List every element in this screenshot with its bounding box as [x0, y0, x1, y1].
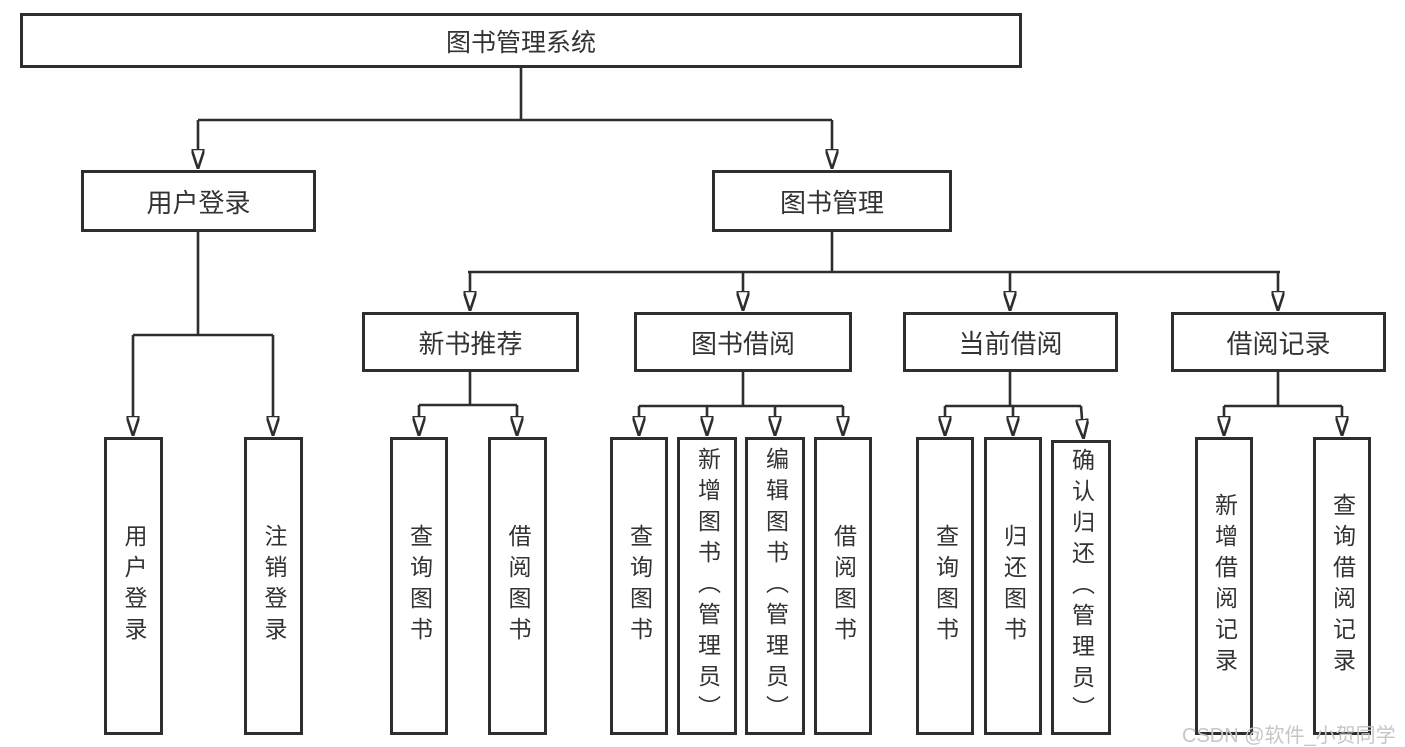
leaf-borrow-books: 借阅图书 [488, 437, 547, 735]
node-book-management: 图书管理 [712, 170, 952, 232]
node-label: 当前借阅 [958, 328, 1063, 359]
leaf-label: 新增图书（管理员） [694, 446, 721, 726]
leaf-label: 编辑图书（管理员） [762, 446, 789, 726]
leaf-label: 查询借阅记录 [1329, 493, 1356, 679]
leaf-query-books: 查询图书 [916, 437, 974, 735]
leaf-label: 归还图书 [1000, 524, 1027, 648]
node-label: 借阅记录 [1226, 328, 1331, 359]
node-label: 图书管理系统 [445, 28, 596, 57]
leaf-query-borrow-record: 查询借阅记录 [1313, 437, 1371, 735]
leaf-label: 借阅图书 [830, 524, 857, 648]
node-label: 用户登录 [146, 187, 251, 218]
leaf-add-book-admin: 新增图书（管理员） [677, 437, 737, 735]
node-label: 新书推荐 [418, 328, 523, 359]
leaf-label: 新增借阅记录 [1211, 493, 1238, 679]
leaf-label: 用户登录 [121, 524, 147, 648]
node-borrowing-records: 借阅记录 [1171, 312, 1386, 372]
node-library-management-system: 图书管理系统 [20, 13, 1022, 68]
leaf-query-books: 查询图书 [390, 437, 448, 735]
node-label: 图书管理 [779, 187, 884, 218]
leaf-user-login: 用户登录 [104, 437, 163, 735]
leaf-confirm-return-admin: 确认归还（管理员） [1051, 440, 1111, 735]
leaf-logout: 注销登录 [244, 437, 303, 735]
leaf-label: 确认归还（管理员） [1068, 448, 1095, 727]
node-new-book-recommendation: 新书推荐 [362, 312, 579, 372]
node-user-login: 用户登录 [81, 170, 316, 232]
leaf-edit-book-admin: 编辑图书（管理员） [745, 437, 805, 735]
node-book-borrowing: 图书借阅 [634, 312, 852, 372]
node-current-borrowing: 当前借阅 [903, 312, 1118, 372]
leaf-label: 查询图书 [406, 524, 433, 648]
node-label: 图书借阅 [690, 328, 795, 359]
leaf-label: 借阅图书 [505, 524, 531, 648]
leaf-return-books: 归还图书 [984, 437, 1042, 735]
leaf-label: 查询图书 [932, 524, 959, 648]
leaf-label: 查询图书 [626, 524, 653, 648]
leaf-query-books: 查询图书 [610, 437, 668, 735]
leaf-borrow-books: 借阅图书 [814, 437, 872, 735]
watermark: CSDN @软件_小贺同学 [1182, 725, 1396, 747]
leaf-add-borrow-record: 新增借阅记录 [1195, 437, 1253, 735]
leaf-label: 注销登录 [261, 524, 287, 648]
